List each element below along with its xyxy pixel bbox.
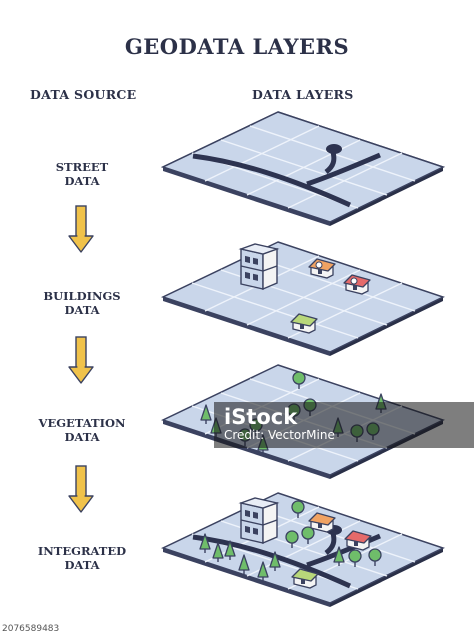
buildings-layer-tile bbox=[160, 241, 445, 356]
down-arrow-icon bbox=[68, 465, 94, 513]
page-title: GEODATA LAYERS bbox=[124, 34, 350, 59]
watermark-brand: iStock bbox=[224, 405, 298, 429]
integrated-layer-tile bbox=[160, 492, 445, 607]
office-building-icon bbox=[240, 497, 278, 544]
down-arrow-icon bbox=[68, 336, 94, 384]
street-layer-tile bbox=[160, 111, 445, 226]
stock-watermark: iStock Credit: VectorMine bbox=[214, 402, 474, 448]
stock-id: 2076589483 bbox=[2, 624, 60, 634]
office-building-icon bbox=[240, 243, 278, 290]
down-arrow-icon bbox=[68, 205, 94, 253]
watermark-credit: Credit: VectorMine bbox=[224, 428, 335, 442]
data-layers-heading: DATA LAYERS bbox=[252, 87, 354, 102]
data-source-heading: DATA SOURCE bbox=[30, 87, 137, 102]
